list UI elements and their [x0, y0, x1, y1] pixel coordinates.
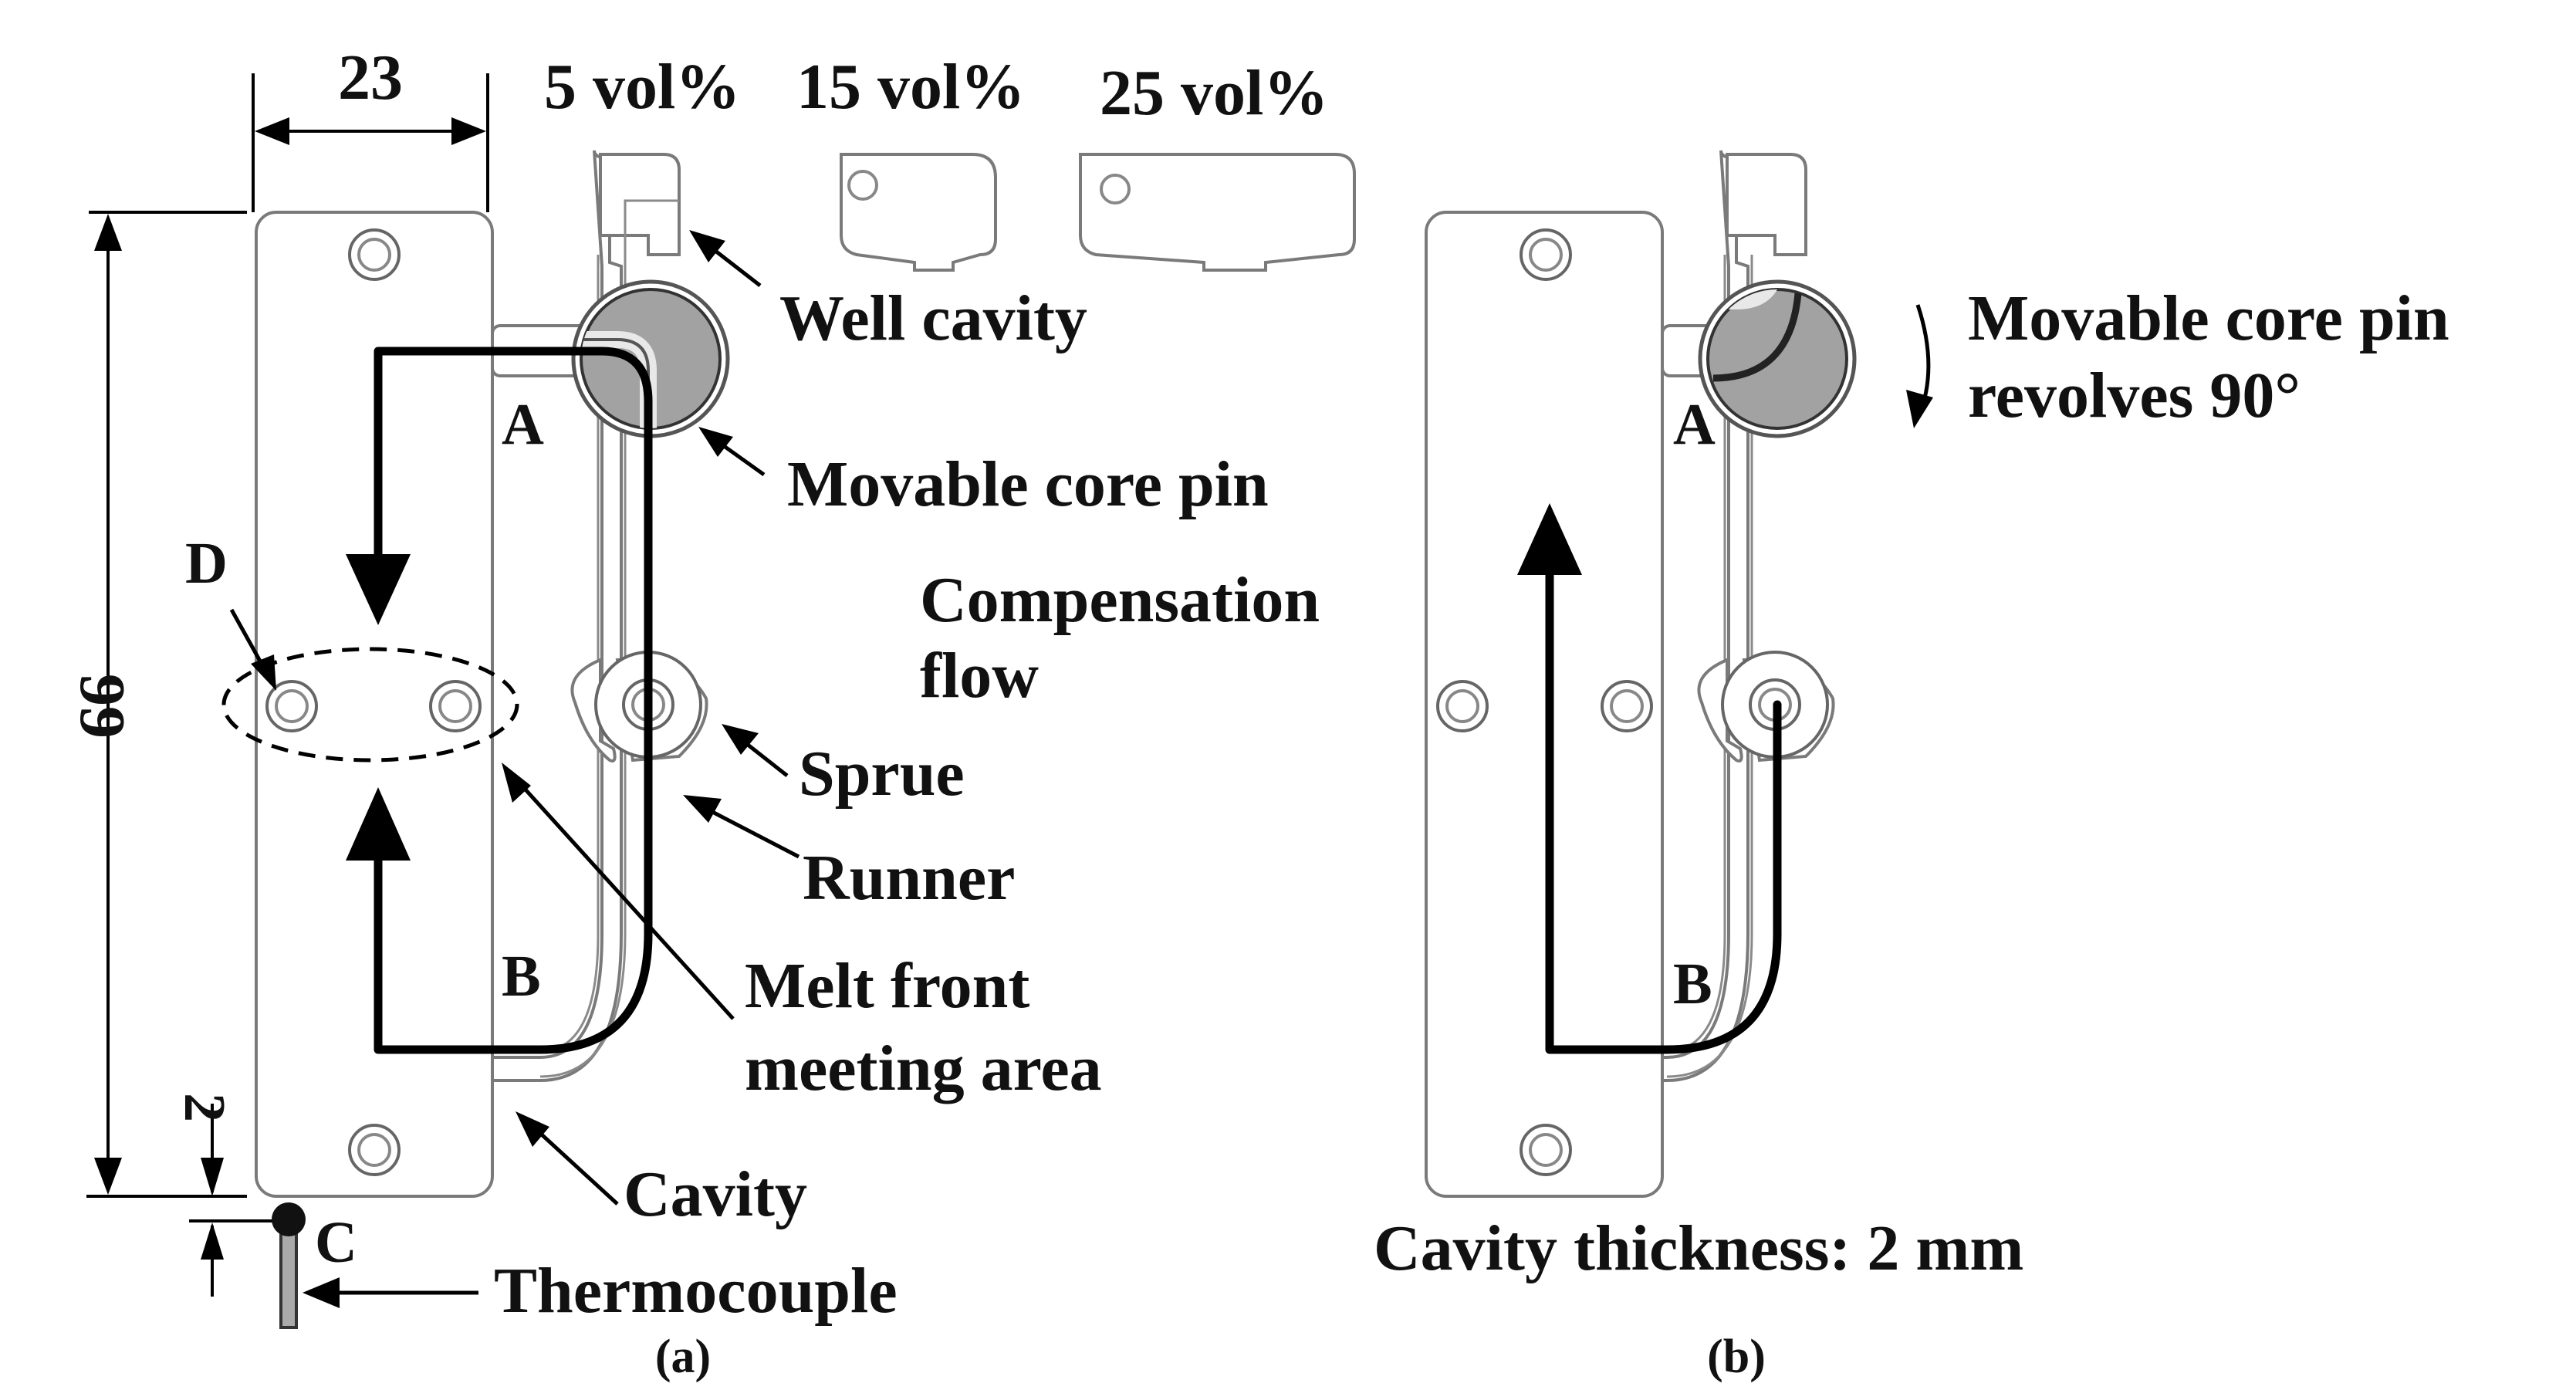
filler-5: 5 vol% [544, 51, 740, 123]
label-melt-front: Melt front [745, 950, 1029, 1022]
label-sprue: Sprue [799, 738, 965, 810]
ejector-pins-b [1436, 228, 1653, 1176]
caption-a: (a) [655, 1331, 711, 1383]
labels-b: Movable core pin revolves 90° A B Cavity… [1374, 282, 2449, 1383]
ejector-pins-a [265, 228, 482, 1176]
caption-b: (b) [1707, 1331, 1766, 1383]
label-core-pin-b-2: revolves 90° [1968, 360, 2300, 431]
leaders-a [229, 230, 800, 1206]
label-meeting-area: meeting area [745, 1033, 1102, 1104]
melt-front-meeting-ellipse [221, 647, 519, 763]
filler-25: 25 vol% [1100, 57, 1328, 129]
dimension-gap: 2 [172, 1093, 278, 1297]
point-b-b: B [1673, 952, 1712, 1016]
well-cavity-b [1726, 153, 1807, 256]
dimension-width: 23 [252, 42, 489, 212]
sample-shape-15 [840, 153, 997, 272]
rotation-arrow [1915, 304, 1931, 410]
well-cavity-a [599, 153, 681, 256]
dim-length-label: 99 [66, 674, 138, 739]
point-c: C [315, 1210, 357, 1275]
movable-core-pin-b [1698, 279, 1933, 438]
filler-15: 15 vol% [796, 51, 1025, 123]
label-well-cavity: Well cavity [779, 282, 1087, 354]
thermocouple [272, 1202, 478, 1329]
dim-width-label: 23 [338, 42, 403, 113]
point-a: A [502, 392, 544, 457]
label-core-pin-b-1: Movable core pin [1968, 282, 2449, 354]
cavity-plate-a [255, 211, 494, 1198]
label-thermocouple: Thermocouple [494, 1255, 898, 1327]
dimension-length: 99 [66, 211, 247, 1198]
point-a-b: A [1673, 392, 1716, 457]
dim-gap-label: 2 [172, 1093, 237, 1122]
flow-paths-a [346, 347, 653, 1054]
panel-a: 23 99 2 [66, 42, 1356, 1383]
panel-b: Movable core pin revolves 90° A B Cavity… [1374, 150, 2449, 1383]
movable-core-pin-a [571, 279, 730, 438]
runner-system-b [1661, 150, 1835, 1082]
label-compensation: Compensation [920, 564, 1320, 636]
sample-shape-25 [1079, 153, 1356, 272]
flow-paths-b [1517, 503, 1782, 1054]
filler-shapes [840, 153, 1356, 272]
label-movable-core-pin: Movable core pin [787, 448, 1269, 520]
point-b: B [502, 944, 541, 1009]
label-runner: Runner [803, 842, 1015, 914]
label-flow: flow [920, 640, 1039, 712]
labels-a: 5 vol% 15 vol% 25 vol% Well cavity Movab… [185, 51, 1328, 1383]
cavity-plate-b [1425, 211, 1664, 1198]
label-cavity: Cavity [624, 1158, 807, 1230]
sprue-fan-a [570, 657, 617, 763]
label-thickness: Cavity thickness: 2 mm [1374, 1212, 2023, 1284]
point-d: D [185, 531, 228, 596]
